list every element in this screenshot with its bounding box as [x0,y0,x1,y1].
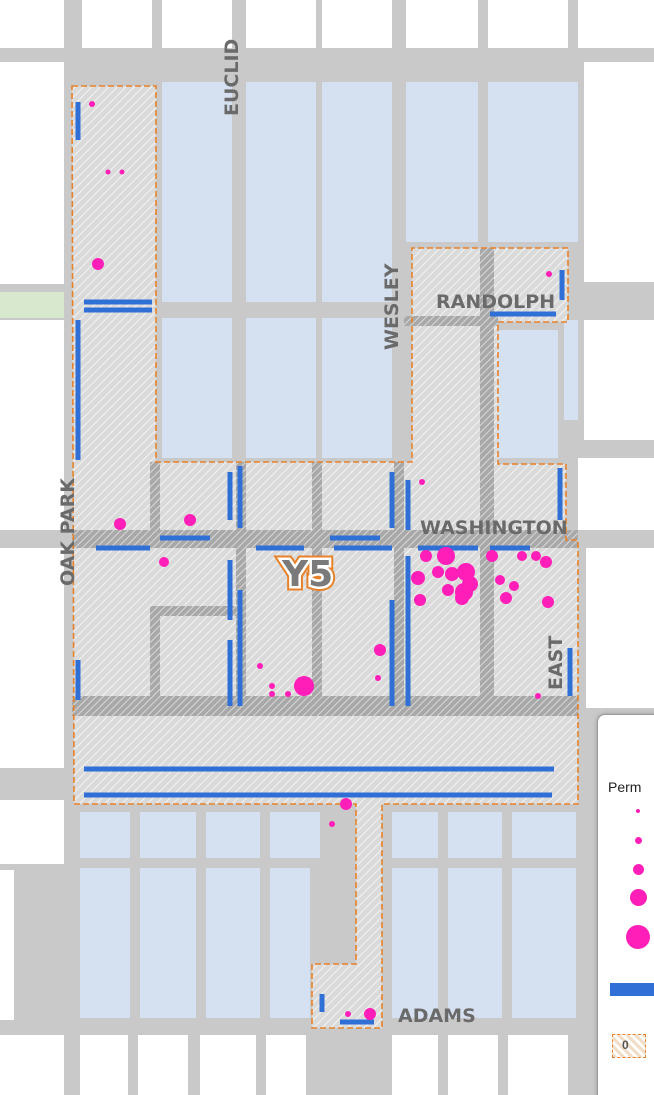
zone-boundary [71,85,579,1029]
street-label-oak-park: OAK PARK [57,477,79,586]
zone-street-segments [72,248,578,716]
permit-dots [89,101,554,1020]
street-label-east: EAST [545,636,567,690]
legend-title: Perm [608,779,642,795]
zone-label-outline: Y5 [281,554,333,595]
blocked-segments [75,102,573,1025]
parking-lot [0,292,64,318]
legend-dot-size-1 [636,809,640,813]
legend-dot-size-2 [635,837,642,844]
legend-dot-size-4 [630,889,647,906]
street-label-euclid: EUCLID [221,39,243,116]
legend-zone-swatch: 0 [612,1034,646,1058]
street-label-randolph: RANDOLPH [436,291,555,313]
legend-blocked-segment-swatch [610,983,654,996]
street-label-adams: ADAMS [398,1005,476,1027]
legend-dot-size-5 [626,925,650,949]
street-label-wesley: WESLEY [381,263,403,350]
legend-dot-size-3 [633,864,644,875]
city-blocks-study-area [80,82,578,1018]
legend-zone-swatch-label: 0 [622,1038,629,1052]
map-legend: Perm 0 [597,714,654,1095]
street-label-washington: WASHINGTON [420,517,568,539]
zone-label[interactable]: Y5 [279,552,336,598]
